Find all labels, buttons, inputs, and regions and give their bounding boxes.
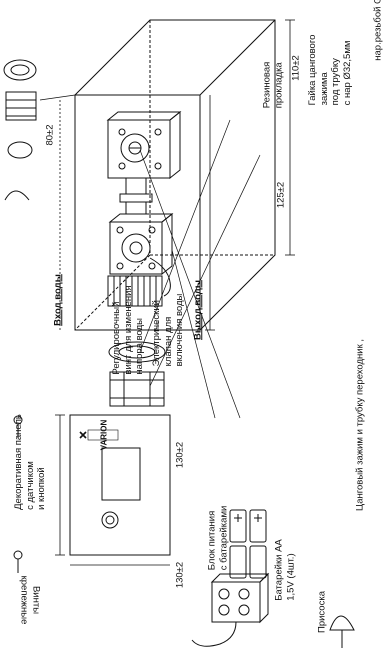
outlet-thread bbox=[107, 275, 163, 307]
regulator-block bbox=[106, 110, 182, 203]
leader-lines bbox=[139, 119, 261, 419]
collet-nut bbox=[109, 371, 165, 407]
suction-cup bbox=[329, 615, 355, 648]
thread-note-text: нар.резьбой G1 bbox=[372, 0, 383, 61]
decorative-panel bbox=[55, 414, 171, 566]
power-unit bbox=[191, 572, 270, 647]
mounting-screws bbox=[13, 415, 23, 573]
dimension-lines bbox=[39, 19, 295, 331]
inlet-fitting bbox=[3, 59, 37, 201]
rubber-gasket bbox=[108, 341, 166, 363]
brand-logo bbox=[79, 429, 119, 441]
aa-batteries bbox=[229, 509, 267, 579]
solenoid-valve bbox=[108, 201, 174, 297]
